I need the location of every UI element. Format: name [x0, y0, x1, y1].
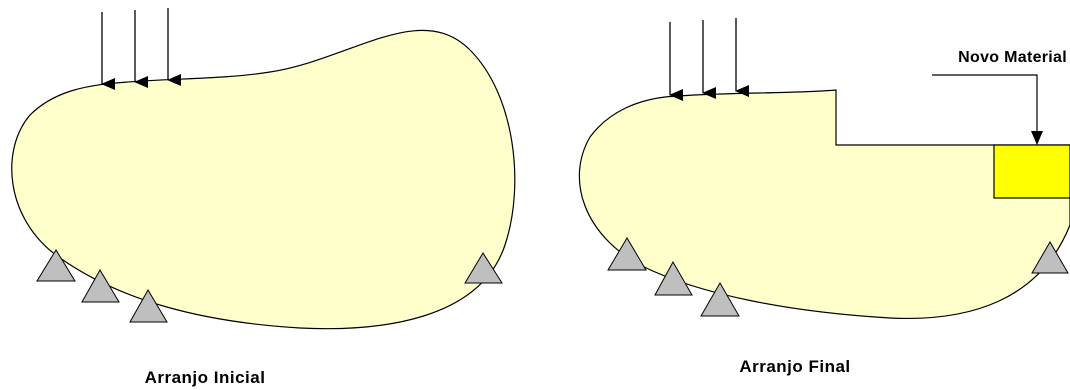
- right-supports: [607, 237, 1069, 317]
- support-triangle: [654, 260, 693, 296]
- right-load-arrows: [669, 18, 749, 101]
- new-material-block: [993, 144, 1070, 199]
- final-body-shape: [578, 89, 1070, 320]
- initial-body-shape: [11, 29, 516, 330]
- new-material-label: Novo Material: [958, 49, 1067, 66]
- callout-arrowhead: [1031, 131, 1043, 145]
- callout-leader: [932, 74, 1038, 144]
- support-triangle: [700, 281, 740, 317]
- left-supports: [36, 249, 503, 323]
- support-triangle: [464, 252, 503, 284]
- caption-initial: Arranjo Inicial: [145, 368, 266, 387]
- support-triangle: [607, 237, 647, 271]
- new-material-callout: Novo Material: [932, 49, 1067, 145]
- right-panel: Novo Material Arranjo Final: [578, 18, 1070, 376]
- support-triangle: [129, 289, 168, 323]
- left-panel: Arranjo Inicial: [11, 8, 516, 387]
- support-triangle: [81, 269, 120, 303]
- support-triangle: [1031, 241, 1069, 274]
- support-triangle: [36, 249, 76, 282]
- caption-final: Arranjo Final: [739, 357, 850, 376]
- left-load-arrows: [101, 8, 181, 90]
